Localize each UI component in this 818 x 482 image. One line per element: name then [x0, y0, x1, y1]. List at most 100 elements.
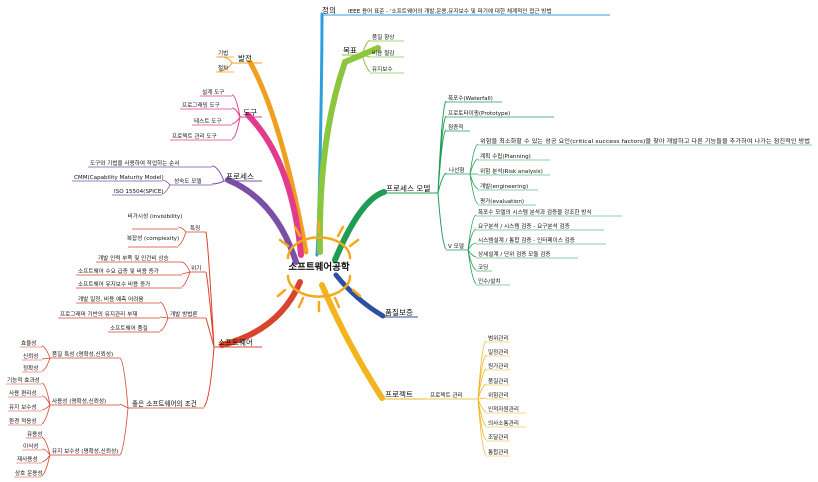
process-model-label[interactable]: 프로세스 모델 [386, 184, 430, 193]
quality-label[interactable]: 품질보증 [385, 308, 413, 317]
traits-item[interactable]: 비가시성 (invisibility) [128, 212, 183, 220]
good-sw-subitem[interactable]: 정확성 [23, 364, 38, 372]
good-sw-label[interactable]: 좋은 소프트웨어의 조건 [132, 399, 197, 408]
maturity-bracket [161, 179, 171, 195]
trunk-process [225, 177, 299, 265]
crisis-label[interactable]: 위기 [191, 264, 201, 272]
trunk-goal [316, 45, 381, 255]
project-mgmt-label[interactable]: 프로젝트 관리 [430, 391, 463, 399]
central-topic[interactable]: 소프트웨어공학 [288, 261, 349, 273]
tools-item[interactable]: 프로젝트 관리 도구 [172, 132, 217, 140]
software-label[interactable]: 소프트웨어 [218, 337, 253, 347]
crisis-solution-item[interactable]: 소프트웨어 품질 [110, 324, 148, 332]
project-mgmt-item[interactable]: 통합관리 [488, 448, 509, 456]
trunk-project [319, 282, 385, 401]
goal-label[interactable]: 목표 [343, 46, 357, 55]
development-label[interactable]: 발전 [238, 53, 252, 63]
definition-text: IEEE 용어 표준 - '소프트웨어의 개발,운용,유지보수 및 파기에 대한… [348, 7, 552, 15]
traits-item-line: 비가시성 (invisibility) [128, 212, 183, 220]
tools-item[interactable]: 설계 도구 [202, 88, 224, 96]
crisis-solution-item[interactable]: 개발 일정, 비용 예측 어려움 [78, 295, 144, 303]
v-model-item[interactable]: 폭포수 모델의 시스템 분석과 검증을 강조한 방식 [478, 208, 592, 216]
crisis-item[interactable]: 개발 인력 부족 및 인건비 상승 [98, 254, 169, 262]
spiral-item[interactable]: 평가(evaluation) [480, 197, 524, 205]
process-model-item[interactable]: 프로토타이핑(Prototype) [448, 109, 510, 117]
v-model-bracket [467, 214, 477, 285]
crisis-item[interactable]: 소프트웨어 수요 급증 및 비용 증가 [78, 267, 159, 275]
goal-item[interactable]: 비용 절감 [372, 49, 394, 57]
process-label[interactable]: 프로세스 [226, 172, 254, 181]
crisis-bracket [181, 261, 191, 288]
good-sw-bracket [119, 357, 129, 456]
maturity-label[interactable]: 성숙도 모델 [174, 177, 202, 185]
trunk-quality [333, 272, 386, 319]
crisis-solution-label[interactable]: 개발 방법론 [170, 310, 198, 318]
good-sw-group-label[interactable]: 유지 보수성 (명확성,신뢰성) [52, 447, 118, 455]
maturity-item[interactable]: ISO 15504(SPICE) [114, 189, 164, 195]
tools-label[interactable]: 도구 [243, 108, 257, 117]
central-sun-icon [276, 220, 362, 313]
software-bracket [203, 231, 215, 408]
process-model-bracket [437, 100, 447, 250]
process-model-item[interactable]: 폭포수(Waterfall) [448, 95, 493, 102]
project-mgmt-item[interactable]: 인적자원관리 [488, 405, 519, 413]
process-model-item[interactable]: 점증적 [448, 124, 463, 131]
traits-label[interactable]: 특징 [190, 225, 200, 232]
project-mgmt-item[interactable]: 조달관리 [488, 433, 509, 441]
spiral-item[interactable]: 위험을 최소화할 수 있는 성공 요인(critical success fac… [480, 137, 810, 145]
development-item[interactable]: 기법 [218, 49, 228, 57]
traits-item-line: 복잡성 (complexity) [127, 234, 179, 242]
good-sw-group-bracket [41, 436, 51, 477]
crisis-item[interactable]: 소프트웨어 유지보수 비용 증가 [78, 280, 150, 288]
trunk-process-model [332, 189, 387, 263]
v-model-item[interactable]: 요구분석 / 시스템 검증 - 요구분석 검증 [478, 222, 570, 230]
spiral-item[interactable]: 계획 수립(Planning) [480, 152, 531, 160]
good-sw-subitem[interactable]: 효율성 [21, 339, 36, 347]
project-mgmt-item[interactable]: 범위관리 [488, 334, 509, 342]
spiral-bracket [469, 143, 479, 205]
process-desc[interactable]: 도구와 기법을 사용하여 작업하는 순서 [90, 159, 179, 167]
tools-item[interactable]: 테스트 도구 [194, 117, 222, 125]
good-sw-subitem[interactable]: 상호 운용성 [15, 469, 43, 477]
good-sw-group-bracket [41, 382, 51, 425]
goal-item[interactable]: 유지보수 [372, 65, 393, 73]
good-sw-subitem[interactable]: 유지 보수성 [9, 403, 37, 411]
good-sw-subitem[interactable]: 환경 적응성 [9, 417, 37, 425]
spiral-label[interactable]: 나선형 [449, 166, 464, 174]
definition-label[interactable]: 정의 [322, 5, 336, 15]
goal-item[interactable]: 품질 향상 [372, 33, 394, 41]
tools-item[interactable]: 프로그래밍 도구 [182, 101, 220, 109]
development-item[interactable]: 절차 [218, 64, 228, 72]
project-mgmt-item[interactable]: 원가관리 [488, 362, 509, 370]
good-sw-subitem[interactable]: 기능적 효과성 [7, 376, 40, 384]
v-model-label[interactable]: V 모델 [448, 242, 464, 250]
good-sw-group-bracket [41, 345, 51, 372]
goal-bracket [361, 39, 371, 73]
project-mgmt-item[interactable]: 위험관리 [488, 391, 509, 399]
crisis-solution-item[interactable]: 프로그래머 기반의 유지관리 부재 [60, 310, 137, 318]
good-sw-subitem[interactable]: 유용성 [27, 430, 42, 438]
tools-bracket [231, 94, 241, 140]
spiral-item[interactable]: 개발(engineering) [480, 182, 528, 190]
v-model-item[interactable]: 인수/설치 [478, 277, 500, 285]
maturity-item[interactable]: CMM(Capability Maturity Model) [74, 175, 164, 181]
good-sw-group-label[interactable]: 품질 특성 (명확성,신뢰성) [52, 350, 113, 358]
project-mgmt-item[interactable]: 품질관리 [488, 377, 509, 385]
good-sw-group-label[interactable]: 사용성 (명확성,신뢰성) [52, 397, 106, 405]
trunk-software [219, 279, 303, 348]
project-mgmt-item[interactable]: 일정관리 [488, 348, 509, 356]
spiral-item[interactable]: 위험 분석(Risk analysis) [480, 167, 543, 175]
good-sw-subitem[interactable]: 재사용성 [17, 455, 38, 463]
project-mgmt-item[interactable]: 의사소통관리 [488, 419, 519, 427]
process-bracket [211, 165, 225, 185]
good-sw-subitem[interactable]: 사용 편리성 [9, 389, 37, 397]
project-label[interactable]: 프로젝트 [385, 389, 413, 399]
project-mgmt-bracket [477, 340, 487, 456]
v-model-item[interactable]: 코딩 [478, 263, 488, 271]
v-model-item[interactable]: 상세설계 / 단위 검증 모듈 검증 [478, 250, 551, 258]
traits-item[interactable]: 복잡성 (complexity) [127, 234, 179, 242]
v-model-item[interactable]: 시스템설계 / 통합 검증 - 인터페이스 검증 [478, 236, 575, 244]
good-sw-subitem[interactable]: 신뢰성 [23, 352, 38, 360]
crisis-solution-bracket [159, 301, 169, 332]
good-sw-subitem[interactable]: 이식성 [23, 442, 38, 450]
